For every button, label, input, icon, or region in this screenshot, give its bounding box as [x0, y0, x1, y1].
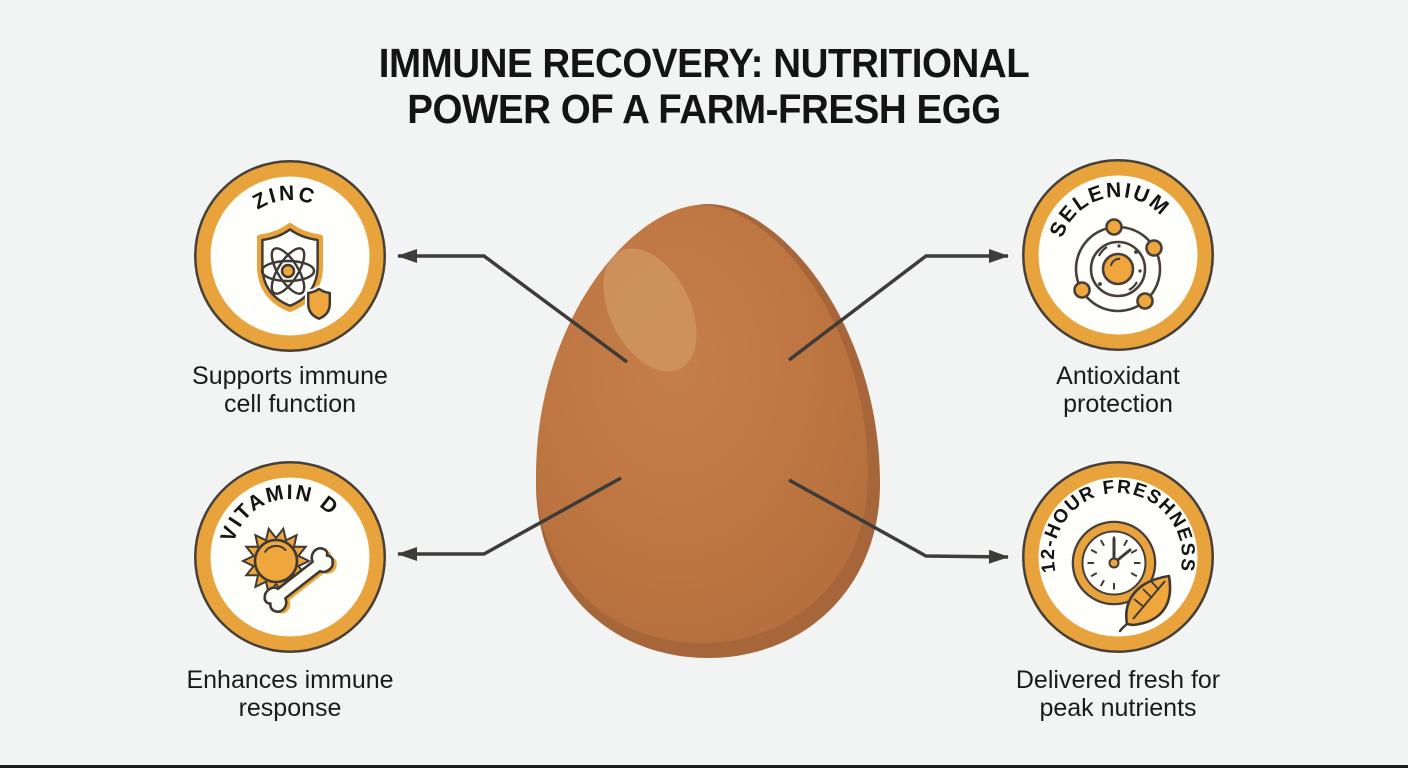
caption-selenium-line-2: protection [1063, 390, 1173, 418]
shield-atom-icon [257, 223, 334, 322]
badge-ring [1024, 463, 1212, 651]
caption-zinc-line-2: cell function [223, 390, 357, 418]
badge-selenium: SELENIUM [1022, 159, 1214, 351]
caption-freshness-line-2: peak nutrients [1039, 694, 1197, 722]
badge-zinc: ZINC [194, 160, 386, 352]
caption-selenium: Antioxidant protection [948, 362, 1288, 418]
badge-vitamin-d: VITAMIN D [194, 461, 386, 653]
caption-freshness: Delivered fresh for peak nutrients [948, 666, 1288, 722]
sun-bone-icon [240, 526, 337, 614]
caption-vitamin-d-line-1: Enhances immune [186, 666, 394, 694]
title-line-1: IMMUNE RECOVERY: NUTRITIONAL [378, 40, 1030, 86]
caption-zinc-line-1: Supports immune [192, 362, 388, 390]
caption-zinc: Supports immune cell function [120, 362, 460, 418]
badge-ring [196, 463, 384, 651]
caption-selenium-line-1: Antioxidant [1056, 362, 1180, 390]
clock-leaf-icon [1071, 520, 1172, 633]
badge-ring [1024, 161, 1212, 349]
caption-vitamin-d-line-2: response [238, 694, 342, 722]
egg-body-shape [536, 204, 868, 644]
atom-orbit-icon [1073, 218, 1163, 313]
caption-freshness-line-1: Delivered fresh for [1015, 666, 1221, 694]
page-title: IMMUNE RECOVERY: NUTRITIONAL POWER OF A … [0, 40, 1408, 132]
title-line-2: POWER OF A FARM-FRESH EGG [407, 86, 1001, 132]
badge-freshness: 12-HOUR FRESHNESS [1022, 461, 1214, 653]
bottom-border [0, 765, 1408, 768]
badge-ring [196, 162, 384, 350]
egg-illustration [536, 204, 880, 658]
caption-vitamin-d: Enhances immune response [120, 666, 460, 722]
